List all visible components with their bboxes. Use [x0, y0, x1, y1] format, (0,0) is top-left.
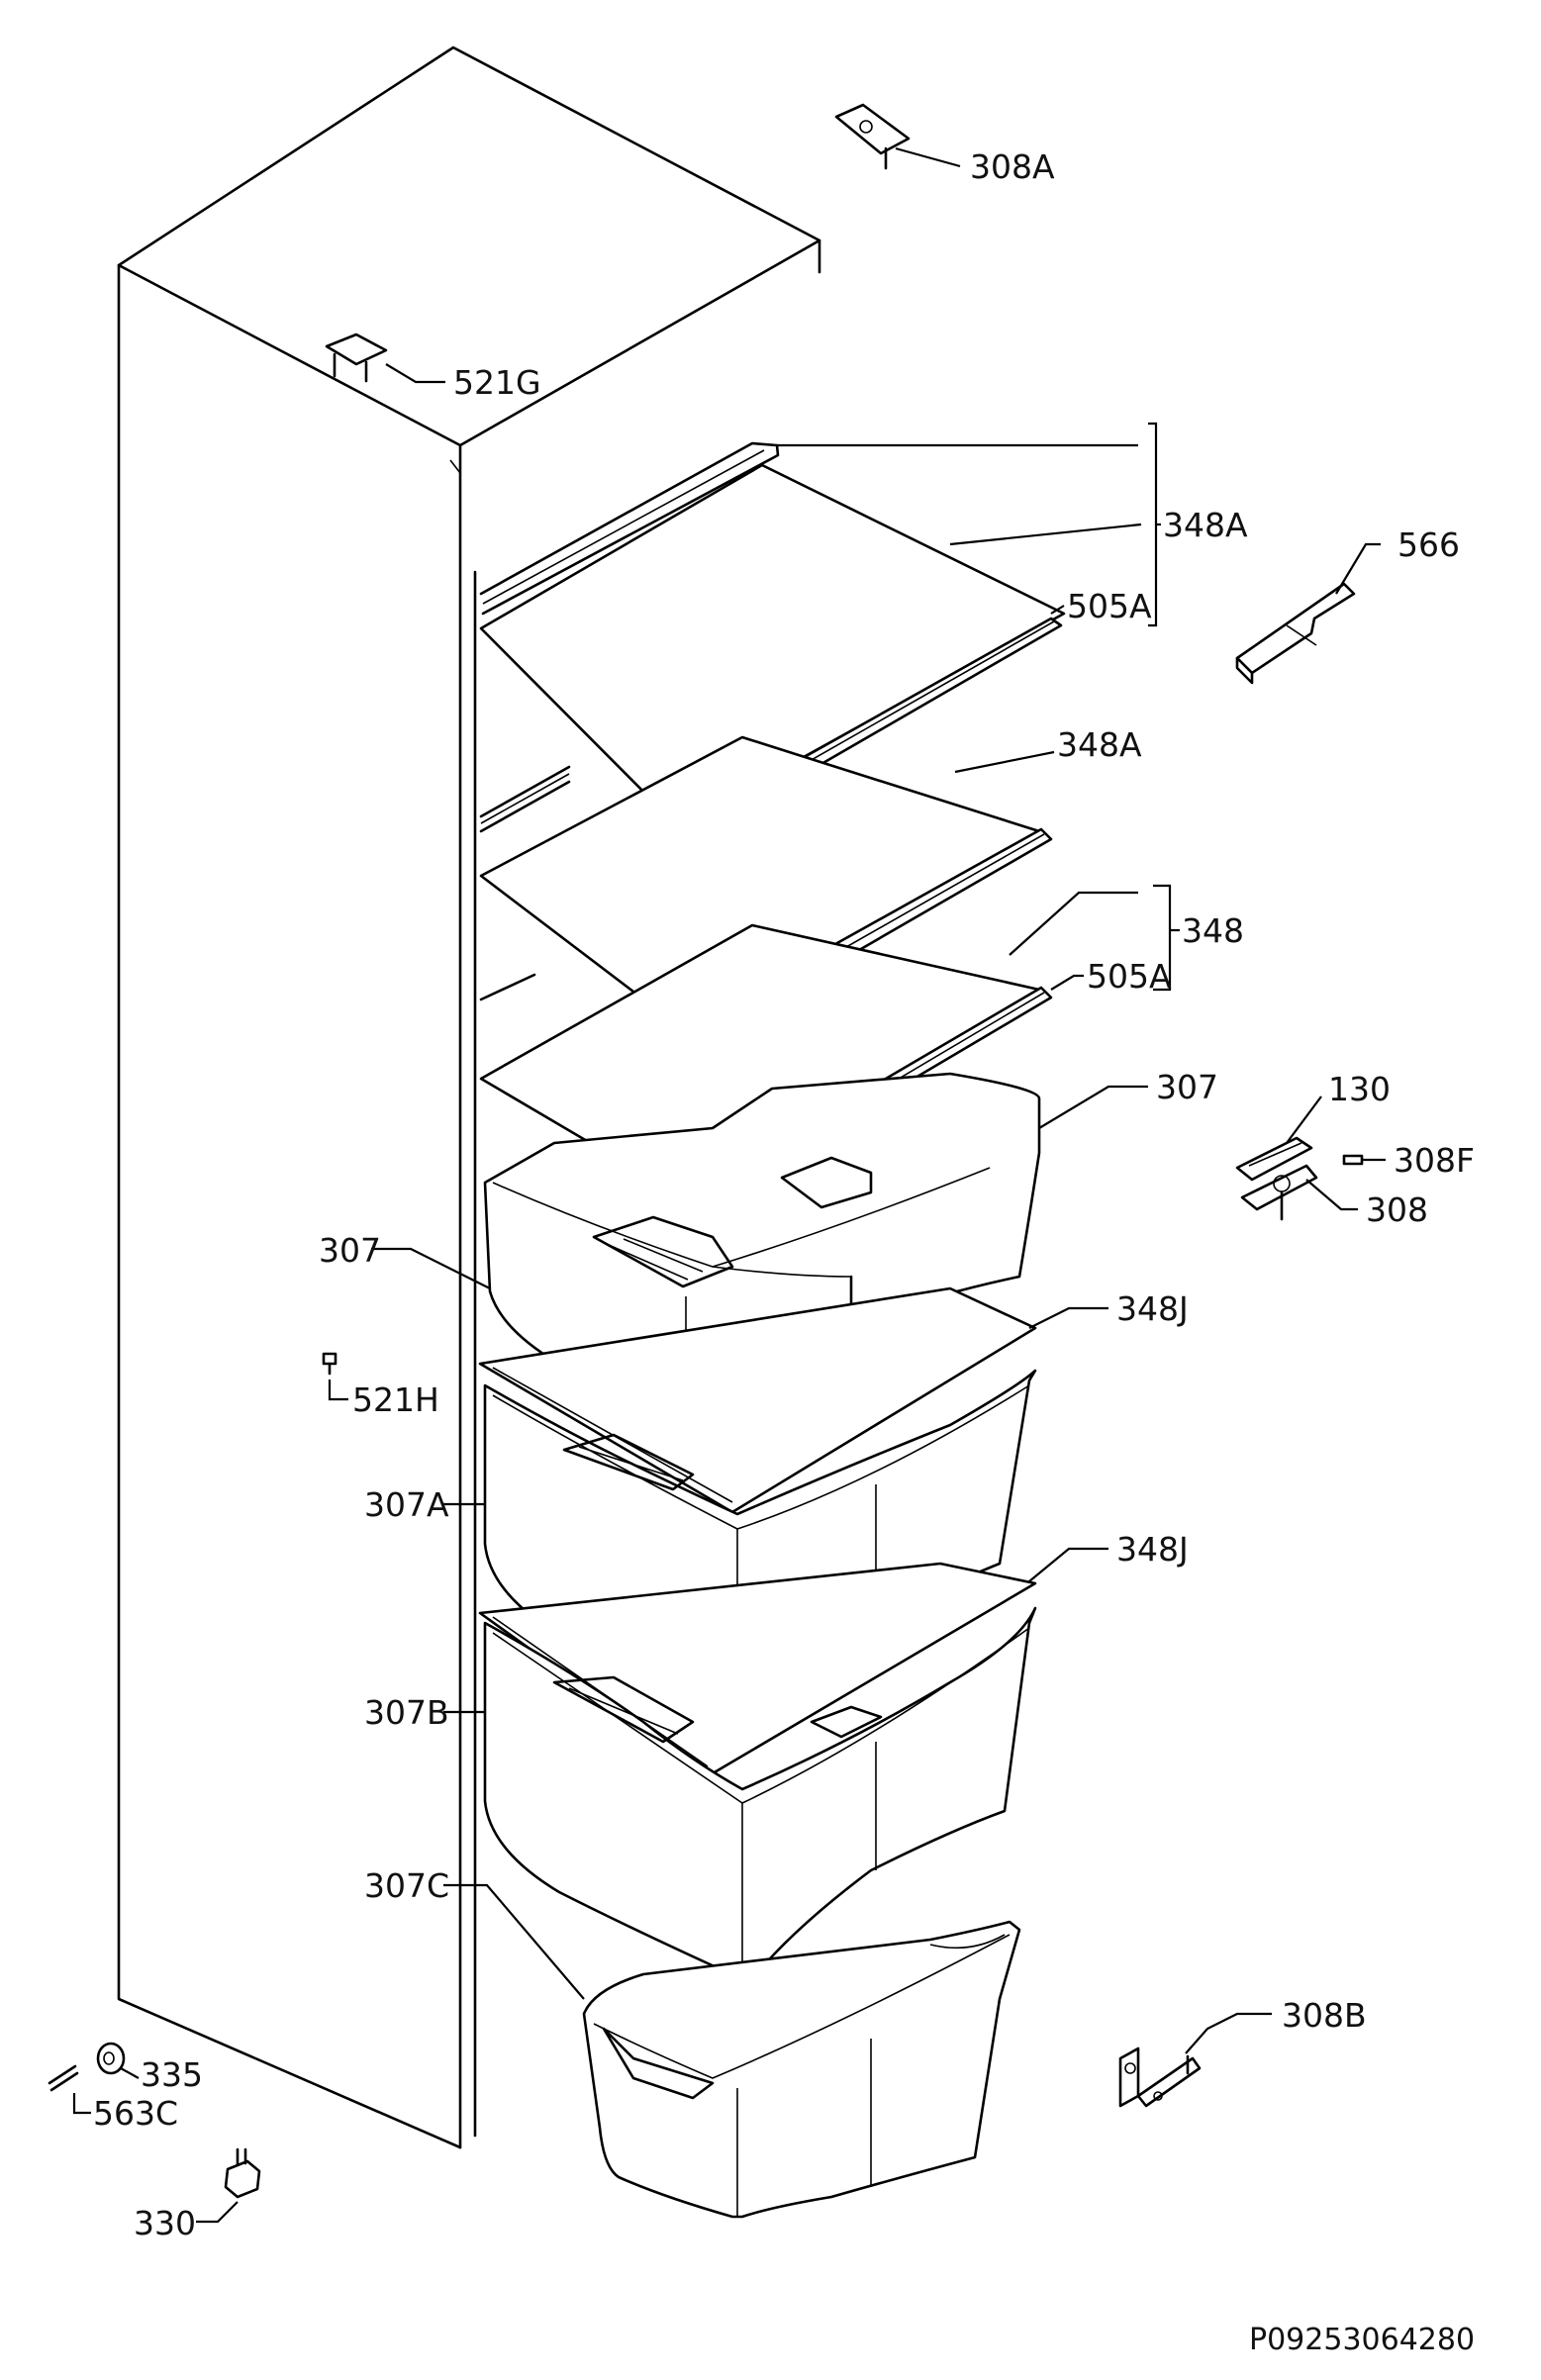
drawer-307B: [483, 1606, 1037, 1981]
part-566: 566: [1235, 525, 1460, 685]
label-308: 308: [1366, 1190, 1428, 1229]
diagram-code: P09253064280: [1249, 2323, 1475, 2357]
label-563C: 563C: [93, 2094, 178, 2133]
label-307A: 307A: [364, 1485, 449, 1524]
label-348A-middle: 348A: [1057, 725, 1142, 764]
label-348J-upper: 348J: [1116, 1289, 1189, 1328]
part-308A: 308A: [834, 103, 1055, 186]
label-521G: 521G: [453, 363, 541, 402]
part-521H: 521H: [322, 1352, 439, 1419]
label-330: 330: [134, 2204, 196, 2242]
label-308A: 308A: [970, 147, 1055, 186]
label-308B: 308B: [1282, 1996, 1367, 2035]
label-307C: 307C: [364, 1866, 449, 1905]
drawer-307C: [582, 1920, 1021, 2219]
part-330: 330: [134, 2147, 261, 2242]
label-348: 348: [1182, 911, 1244, 950]
label-505A-upper: 505A: [1067, 587, 1152, 625]
part-308B: 308B: [1118, 1996, 1367, 2108]
label-335: 335: [141, 2055, 203, 2094]
label-521H: 521H: [352, 1380, 439, 1419]
label-308F: 308F: [1394, 1141, 1475, 1180]
label-307B: 307B: [364, 1693, 449, 1732]
label-307-left: 307: [319, 1231, 381, 1270]
label-130: 130: [1328, 1070, 1391, 1108]
cabinet: [117, 46, 821, 2149]
part-130-308: 130 308F 308: [1235, 1070, 1475, 1229]
part-521G: 521G: [325, 333, 541, 402]
leaders-left: 307 307A 307B 307C: [319, 1231, 585, 2000]
part-563C: 563C: [48, 2064, 178, 2133]
leaders-right: 348A 505A 348A 348 505A 307 348J 348J: [777, 422, 1248, 1582]
part-335: 335: [96, 2042, 203, 2094]
label-348A-upper: 348A: [1163, 506, 1248, 544]
label-348J-lower: 348J: [1116, 1530, 1189, 1569]
label-505A-lower: 505A: [1087, 957, 1172, 996]
label-566: 566: [1397, 525, 1460, 564]
label-307-right: 307: [1156, 1068, 1218, 1106]
